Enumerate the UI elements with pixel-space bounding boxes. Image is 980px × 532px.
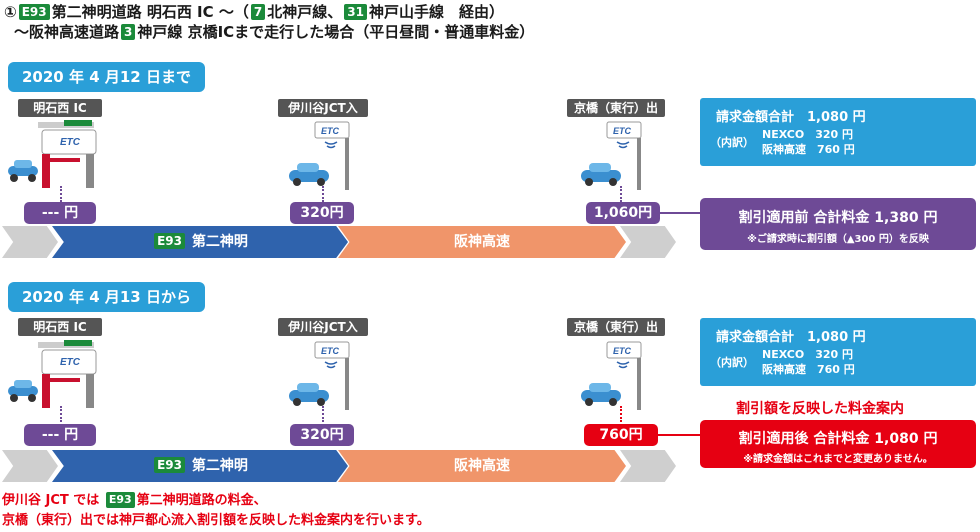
route-badge-7: 7 <box>250 4 266 20</box>
etc-antenna-car-icon-kyobashi: ETC <box>581 341 642 410</box>
billing-total: 請求金額合計 1,080 円 <box>716 330 866 345</box>
toll-gate-icon: ETC <box>8 120 97 188</box>
segment-end <box>620 226 676 258</box>
point-label-ikawadani: 伊川谷JCT入 <box>278 99 368 117</box>
segment-daini-shinmei: E93 第二神明 <box>52 450 348 482</box>
segment-hanshin: 阪神高速 <box>338 226 626 258</box>
result-after-discount: 割引適用後 合計料金 1,080 円 ※請求金額はこれまでと変更ありません。 <box>700 420 976 468</box>
billing-breakdown-label: （内訳） <box>710 356 754 369</box>
fee-akashinishi: --- 円 <box>24 424 96 446</box>
svg-text:ETC: ETC <box>60 357 81 368</box>
dotted-connector <box>60 186 62 202</box>
etc-antenna-car-icon-jct: ETC <box>289 341 350 410</box>
billing-hanshin: 阪神高速 760 円 <box>762 143 855 156</box>
result-main: 割引適用前 合計料金 1,380 円 <box>738 210 938 226</box>
title-text-1a: 第二神明道路 明石西 IC ～（ <box>51 3 249 21</box>
billing-nexco: NEXCO 320 円 <box>762 128 854 141</box>
footer-text-1a: 伊川谷 JCT では <box>2 493 100 508</box>
fee-ikawadani: 320円 <box>290 424 354 446</box>
dotted-connector <box>60 406 62 422</box>
segment-hanshin: 阪神高速 <box>338 450 626 482</box>
svg-text:ETC: ETC <box>613 346 632 356</box>
dotted-connector <box>620 406 622 422</box>
dotted-connector <box>322 406 324 422</box>
title-text-1b: 北神戸線、 <box>267 3 343 21</box>
point-label-kyobashi: 京橋（東行）出 <box>567 99 665 117</box>
route-badge-e93: E93 <box>154 233 186 249</box>
segment-label: 第二神明 <box>191 234 248 250</box>
svg-text:ETC: ETC <box>321 346 340 356</box>
fee-connector <box>658 434 700 436</box>
svg-text:ETC: ETC <box>60 137 81 148</box>
point-label-ikawadani: 伊川谷JCT入 <box>278 318 368 336</box>
billing-total: 請求金額合計 1,080 円 <box>716 110 866 125</box>
toll-gate-icon: ETC <box>8 340 97 408</box>
fee-ikawadani: 320円 <box>290 202 354 224</box>
period-label-before: 2020 年 4 月12 日まで <box>8 62 205 92</box>
segment-daini-shinmei: E93 第二神明 <box>52 226 348 258</box>
dotted-connector <box>620 186 622 202</box>
title-text-1c: 神戸山手線 経由） <box>368 3 504 21</box>
footer-note-line2: 京橋（東行）出では神戸都心流入割引額を反映した料金案内を行います。 <box>2 513 430 528</box>
segment-end <box>620 450 676 482</box>
svg-text:ETC: ETC <box>613 126 632 136</box>
fee-kyobashi: 1,060円 <box>586 202 660 224</box>
point-label-akashinishi: 明石西 IC <box>18 99 102 117</box>
segment-start <box>2 450 58 482</box>
billing-box: 請求金額合計 1,080 円 （内訳） NEXCO 320 円 阪神高速 760… <box>700 318 976 386</box>
result-main: 割引適用後 合計料金 1,080 円 <box>738 431 938 447</box>
billing-hanshin: 阪神高速 760 円 <box>762 363 855 376</box>
etc-antenna-car-icon-kyobashi: ETC <box>581 121 642 190</box>
result-note: ※請求金額はこれまでと変更ありません。 <box>743 454 933 465</box>
footer-text-1b: 第二神明道路の料金、 <box>136 493 267 508</box>
dotted-connector <box>322 186 324 202</box>
billing-nexco: NEXCO 320 円 <box>762 348 854 361</box>
period-label-after: 2020 年 4 月13 日から <box>8 282 205 312</box>
segment-start <box>2 226 58 258</box>
title-text-2b: 神戸線 京橋ICまで走行した場合（平日昼間・普通車料金） <box>137 23 535 41</box>
point-label-akashinishi: 明石西 IC <box>18 318 102 336</box>
result-note: ※ご請求時に割引額（▲300 円）を反映 <box>747 234 929 245</box>
route-badge-e93: E93 <box>18 4 50 20</box>
route-badge-31: 31 <box>344 4 367 20</box>
segment-label: 第二神明 <box>191 458 248 474</box>
route-badge-3: 3 <box>121 24 136 40</box>
result-before-discount: 割引適用前 合計料金 1,380 円 ※ご請求時に割引額（▲300 円）を反映 <box>700 198 976 250</box>
fee-kyobashi: 760円 <box>584 424 658 446</box>
circle-number: ① <box>4 3 17 21</box>
billing-box: 請求金額合計 1,080 円 （内訳） NEXCO 320 円 阪神高速 760… <box>700 98 976 166</box>
etc-antenna-car-icon-jct: ETC <box>289 121 350 190</box>
route-badge-e93: E93 <box>154 457 186 473</box>
title-text-2a: ～阪神高速道路 <box>14 23 120 41</box>
fee-akashinishi: --- 円 <box>24 202 96 224</box>
point-label-kyobashi: 京橋（東行）出 <box>567 318 665 336</box>
fee-connector <box>660 212 700 214</box>
billing-breakdown-label: （内訳） <box>710 136 754 149</box>
route-badge-e93: E93 <box>105 492 135 508</box>
guidance-label: 割引額を反映した料金案内 <box>736 401 904 417</box>
svg-text:ETC: ETC <box>321 126 340 136</box>
